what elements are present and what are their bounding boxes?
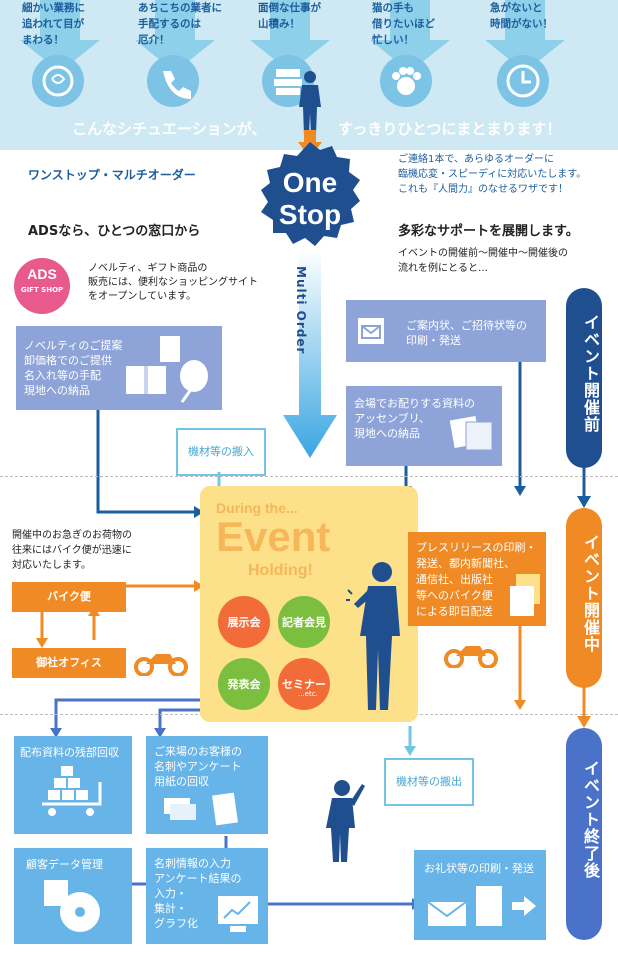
one-stop-badge [261,142,360,246]
client-office-text: 御社オフィス [36,656,102,669]
envelope-postcard-icon [427,886,536,926]
card-info-text: 名刺情報の入力 アンケート結果の 入力・ 集計・ グラフ化 [154,857,242,930]
disk-icon [44,880,100,932]
event-presentation: 発表会 [218,658,270,710]
headline-right: すっきりひとつにまとまります！ [338,120,562,138]
materials-text: 会場でお配りする資料の アッセンブリ、 現地への納品 [354,397,475,440]
customer-data-text: 顧客データ管理 [26,858,103,871]
thanks-text: お礼状等の印刷・発送 [424,862,534,875]
cards-box [146,736,268,834]
cards-text: ご来場のお客様の 名刺やアンケート 用紙の回収 [154,745,242,788]
pain-point-3: 面倒な仕事が 山積み！ [258,2,321,30]
clock-icon [497,55,549,107]
equipment-out-box: 機材等の搬出 [384,758,474,806]
one-stop-description: ご連絡1本で、あらゆるオーダーに 臨機応変・スピーディに対応いたします。 これも… [398,154,587,195]
press-release-text: プレスリリースの印刷・ 発送、都内新聞社、 通信社、出版社 等へのバイク便 によ… [416,541,537,618]
gift-box-icon [126,336,208,403]
phase-before-bar [566,288,602,468]
pain-point-5: 急がないと 時間がない！ [490,2,553,30]
bike-note: 開催中のお急ぎのお荷物の 往来にはバイク便が迅速に 対応いたします。 [12,530,132,571]
motorbike-icon-2 [444,646,498,668]
multi-order-label: Multi Order [294,266,308,355]
press-papers-icon [510,574,540,616]
gift-shop-logo[interactable] [14,258,70,314]
event-press-conference: 記者会見 [278,596,330,648]
cart-boxes-icon [42,766,102,816]
chart-monitor-icon [218,896,258,932]
bike-courier-box: バイク便 [12,582,126,612]
intro-right-heading: 多彩なサポートを展開します。 [398,224,579,239]
event-seminar: セミナー [278,658,330,710]
one-stop-label: ワンストップ・マルチオーダー [28,168,196,182]
pain-point-4: 猫の手も 借りたいほど 忙しい！ [372,2,435,46]
leftover-text: 配布資料の残部回収 [20,746,119,759]
gift-shop-logo-sub: GIFT SHOP [20,286,64,294]
phone-icon [147,55,199,107]
phase-after-label: イベント終了後 [581,760,600,879]
phase-during-bar [566,508,602,688]
pain-point-2: あちこちの業者に 手配するのは 厄介！ [138,2,222,46]
equipment-out-text: 機材等の搬出 [396,775,462,788]
phase-before-label: イベント開催前 [581,314,600,433]
headline-left: こんなシチュエーションが、 [72,120,267,138]
multi-order-arrow [283,250,337,458]
client-office-box: 御社オフィス [12,648,126,678]
cat-paw-icon [380,55,432,107]
equipment-in-text: 機材等の搬入 [188,445,254,458]
intro-right-sub: イベントの開催前〜開催中〜開催後の 流れを例にとると… [398,248,568,274]
pointing-man-figure [326,780,365,862]
documents-icon [449,415,493,451]
phase-during-label: イベント開催中 [581,534,600,653]
gift-shop-text: ノベルティ、ギフト商品の 販売には、便利なショッピングサイト をオープンしていま… [88,263,258,302]
mail-icon [358,318,384,344]
speaker-figure [346,562,400,710]
event-etc: ...etc. [298,690,318,698]
event-line2: Event [216,513,331,560]
pain-point-1: 細かい業務に 追われて目が まわる！ [22,2,85,46]
phase-divider-1 [0,476,618,477]
one-stop-line1: One [282,167,338,198]
bike-courier-text: バイク便 [47,590,91,603]
motorbike-icon [134,654,188,676]
intro-left-heading: ADSなら、ひとつの窓口から [28,224,201,239]
gift-shop-logo-text: ADS [27,266,57,282]
standing-man-figure [299,71,321,135]
event-exhibition: 展示会 [218,596,270,648]
business-cards-icon [164,792,238,826]
novelty-text: ノベルティのご提案 卸価格でのご提供 名入れ等の手配 現地への納品 [24,339,123,397]
invitation-text: ご案内状、ご招待状等の 印刷・発送 [406,319,527,347]
dizzy-face-icon [32,55,84,107]
phase-after-bar [566,728,602,940]
event-line1: During the... [216,500,298,516]
equipment-in-box: 機材等の搬入 [176,428,266,476]
event-line3: Holding! [248,562,313,579]
situation-arrows [20,0,565,72]
one-stop-line2: Stop [278,199,342,230]
